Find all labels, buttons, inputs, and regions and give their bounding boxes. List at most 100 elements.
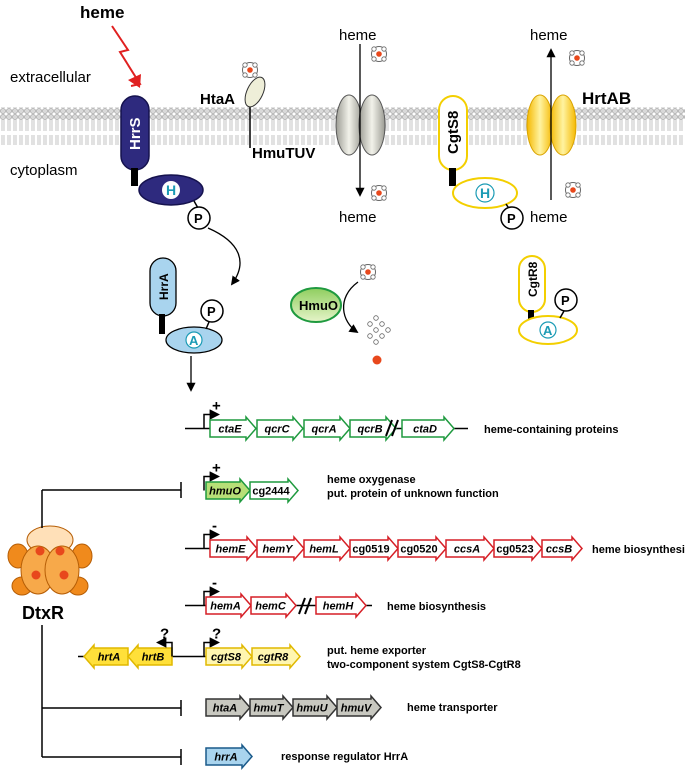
cgtr8-label: CgtR8 <box>526 261 540 297</box>
gene-label: ccsB <box>546 544 572 556</box>
hrra-a-label: A <box>189 333 199 348</box>
hmuo-label: HmuO <box>299 298 338 313</box>
hrra-label: HrrA <box>157 273 171 300</box>
gene-arrow-hrrA: hrrA <box>205 742 253 771</box>
htaa-protein <box>244 76 266 108</box>
gene-label: hrrA <box>214 752 237 764</box>
hmuo-enzyme <box>290 287 342 323</box>
gene-arrow-ccsB: ccsB <box>541 534 583 563</box>
gene-arrow-htaA: htaA <box>205 693 251 722</box>
hrra-p-label: P <box>207 304 216 319</box>
gene-label: qcrC <box>264 424 290 436</box>
gene-arrow-cg0523: cg0523 <box>493 534 543 563</box>
promoter: ? <box>155 626 173 657</box>
gene-arrow-hrtA: hrtA <box>83 642 129 671</box>
gene-label: hrtA <box>98 652 121 664</box>
hrtab-label: HrtAB <box>582 89 631 108</box>
gene-arrow-hmuO: hmuO <box>205 476 251 505</box>
dtxr-protein <box>7 525 93 596</box>
gene-label: cg0519 <box>352 544 389 556</box>
regulation-sign: ? <box>212 626 221 643</box>
hmutuv-transporter-right <box>358 94 386 156</box>
gene-arrow-cg2444: cg2444 <box>249 476 299 505</box>
gene-arrow-hmuV: hmuV <box>336 693 382 722</box>
cgts8-h-label: H <box>480 185 490 201</box>
gene-label: hmuT <box>254 703 285 715</box>
gene-label: hemL <box>309 544 339 556</box>
cgts8-label: CgtS8 <box>445 111 462 154</box>
phospho-p-label: P <box>194 211 203 226</box>
gene-arrow-ctaE: ctaE <box>209 414 257 443</box>
gene-arrow-qcrB: qcrB <box>349 414 397 443</box>
hrrs-h-label: H <box>166 182 176 198</box>
gene-arrow-cgtS8: cgtS8 <box>205 642 253 671</box>
gene-arrow-ctaD: ctaD <box>401 414 455 443</box>
phospho-circle <box>187 206 211 230</box>
operon-label-hrra: response regulator HrrA <box>281 751 408 763</box>
heme-export-bottom-label: heme <box>530 209 568 226</box>
gene-arrow-hrtB: hrtB <box>127 642 173 671</box>
gene-arrow-qcrC: qcrC <box>256 414 304 443</box>
gene-label: cg2444 <box>252 486 290 498</box>
cgtr8-p-label: P <box>561 293 570 308</box>
heme-in-label: heme <box>339 27 377 44</box>
extracellular-label: extracellular <box>10 69 91 86</box>
gene-label: hemC <box>255 601 287 613</box>
operon-label-heme-oxygenase: heme oxygenase <box>327 474 416 486</box>
gene-arrow-cgtR8: cgtR8 <box>251 642 301 671</box>
operon-label-two-component: two-component system CgtS8-CgtR8 <box>327 659 521 671</box>
gene-arrow-hemY: hemY <box>256 534 305 563</box>
operon-label-heme-transporter: heme transporter <box>407 702 498 714</box>
cytoplasm-label: cytoplasm <box>10 162 78 179</box>
regulation-sign: - <box>212 518 217 535</box>
gene-arrow-hmuT: hmuT <box>249 693 294 722</box>
gene-label: cgtR8 <box>258 652 289 664</box>
gene-arrow-hemH: hemH <box>315 591 367 620</box>
gene-arrow-hemA: hemA <box>205 591 252 620</box>
heme-out-label: heme <box>339 209 377 226</box>
gene-label: ctaD <box>413 424 437 436</box>
gene-arrow-ccsA: ccsA <box>445 534 495 563</box>
operon-label-heme-proteins: heme-containing proteins <box>484 424 618 436</box>
hrtab-exporter-left <box>526 94 554 156</box>
gene-label: hmuV <box>341 703 373 715</box>
heme-export-top-label: heme <box>530 27 568 44</box>
phospho-p-label-2: P <box>507 211 516 226</box>
regulation-sign: ? <box>160 626 169 643</box>
gene-label: hmuO <box>209 486 241 498</box>
regulation-sign: + <box>212 460 221 477</box>
dtxr-label: DtxR <box>22 603 64 623</box>
gene-label: cgtS8 <box>211 652 242 664</box>
heme-signal-label: heme <box>80 3 124 22</box>
gene-label: hemE <box>216 544 247 556</box>
cgtr8-a-label: A <box>543 323 553 338</box>
promoter: + <box>203 460 221 491</box>
gene-label: hemH <box>323 601 355 613</box>
gene-label: hemA <box>210 601 241 613</box>
gene-arrow-hmuU: hmuU <box>292 693 338 722</box>
promoter: - <box>203 518 221 549</box>
promoter: ? <box>203 626 221 657</box>
gene-label: qcrB <box>357 424 382 436</box>
gene-arrow-hemL: hemL <box>303 534 351 563</box>
iron-icon <box>372 355 382 365</box>
regulation-sign: + <box>212 398 221 415</box>
hmutuv-transporter-left <box>335 94 363 156</box>
gene-label: hmuU <box>296 703 328 715</box>
biliverdin-icon <box>367 315 391 345</box>
gene-label: ctaE <box>218 424 242 436</box>
gene-arrow-cg0519: cg0519 <box>349 534 399 563</box>
gene-label: cg0520 <box>400 544 437 556</box>
gene-arrow-hemC: hemC <box>250 591 297 620</box>
promoter: + <box>203 398 221 429</box>
promoter: - <box>203 575 221 606</box>
gene-label: hrtB <box>142 652 165 664</box>
operon-label-heme-biosynthesis: heme biosynthesis <box>592 544 685 556</box>
operon-label-heme-exporter: put. heme exporter <box>327 645 427 657</box>
gene-arrow-hemE: hemE <box>209 534 258 563</box>
gene-label: cg0523 <box>496 544 533 556</box>
dtxr-repression-lines <box>41 482 182 765</box>
gene-label: ccsA <box>454 544 480 556</box>
